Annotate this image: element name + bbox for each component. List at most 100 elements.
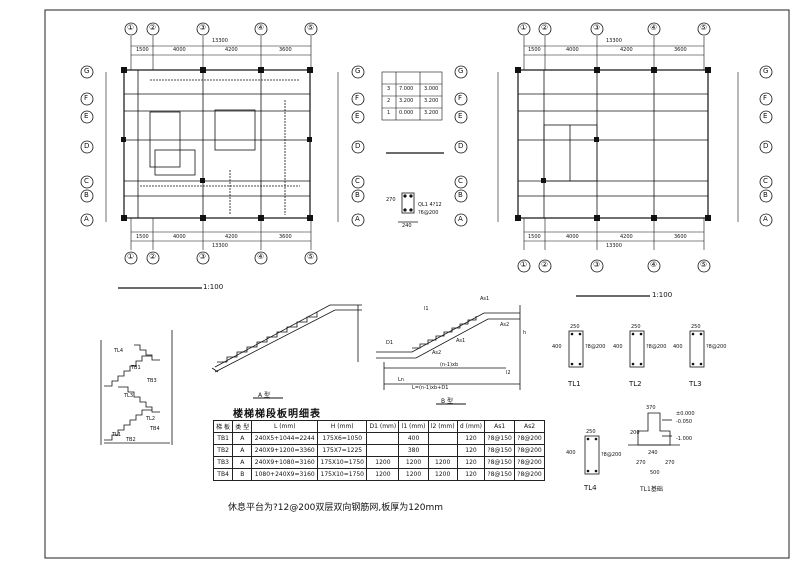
cell: 380	[398, 444, 429, 457]
left-top-dim-4: 3600	[279, 47, 292, 53]
right-bottom-dim-2: 4000	[566, 234, 579, 240]
cell: 240X9+1080=3160	[251, 456, 319, 469]
left-plan-dim-lines	[105, 36, 339, 250]
ql-dim2: 270	[386, 197, 396, 203]
right-bottom-dim-1: 1500	[528, 234, 541, 240]
right-axis-2: ②	[541, 23, 549, 32]
right-axis-5: ⑤	[700, 23, 708, 32]
right-axis-b1: ①	[520, 260, 528, 269]
stair-b-as2-top: As2	[500, 322, 510, 328]
right-plan-dim-lines	[497, 36, 739, 250]
cell: B	[232, 468, 253, 481]
cell: TB1	[212, 432, 234, 445]
right-axis-1: ①	[520, 23, 528, 32]
left-axis-3: ③	[199, 23, 207, 32]
stair-b-caption: B 型	[441, 398, 454, 405]
right-axis-cr: C	[763, 177, 768, 185]
left-axis-gr: G	[355, 67, 361, 75]
left-axis-b3: ③	[199, 252, 207, 261]
cell: 1200	[427, 468, 458, 481]
cell: 1200	[366, 468, 400, 481]
cell: 240X9+1200=3360	[251, 444, 319, 457]
cell: TB3	[212, 456, 234, 469]
right-scale: 1:100	[652, 291, 673, 299]
right-axis-b4: ④	[650, 260, 658, 269]
cell: 240X5+1044=2244	[251, 432, 319, 445]
sheet-border	[44, 9, 790, 559]
tl1-name: TL1	[568, 380, 581, 388]
stair-label-tb1: TB1	[131, 365, 141, 371]
th-h: H (mm)	[317, 420, 368, 433]
right-axis-fr: F	[763, 94, 768, 102]
left-axis-br: B	[355, 191, 360, 199]
tl1-foundation	[628, 412, 680, 446]
left-plan-axis-bubbles	[80, 22, 365, 265]
cell: 175X10=1750	[317, 468, 368, 481]
stair-b-h: h	[523, 330, 527, 336]
table-row: TB4 B 1080+240X9=3160 175X10=1750 1200 1…	[212, 468, 545, 481]
left-axis-e: E	[84, 112, 89, 120]
right-plan-columns	[515, 67, 711, 221]
level-row-3-h: 3.200	[424, 110, 439, 116]
stair-label-tb4: TB4	[150, 426, 160, 432]
right-top-total: 13300	[606, 38, 622, 44]
stair-label-tl4: TL4	[114, 348, 124, 354]
left-top-total: 13300	[212, 38, 228, 44]
cell: 175X7=1225	[317, 444, 368, 457]
cell: 120	[456, 444, 486, 457]
left-axis-c: C	[84, 177, 89, 185]
tl-section-bars	[570, 332, 703, 473]
left-axis-1: ①	[127, 23, 135, 32]
right-axis-c: C	[458, 177, 463, 185]
level-row-3-no: 1	[387, 110, 391, 116]
th-d: d (mm)	[456, 420, 486, 433]
right-axis-b5: ⑤	[700, 260, 708, 269]
level-row-2-elev: 3.200	[399, 98, 414, 104]
right-axis-a: A	[458, 215, 463, 223]
stair-slab-table: 梯 板 类 型 L (mm) H (mm) D1 (mm) l1 (mm) l2…	[212, 420, 545, 481]
tl3-name: TL3	[689, 380, 702, 388]
level-row-2-no: 2	[387, 98, 391, 104]
left-axis-g: G	[84, 67, 90, 75]
left-axis-er: E	[355, 112, 360, 120]
stair-type-b	[376, 305, 521, 390]
tl1-h: 400	[552, 344, 562, 350]
tl2-dim: 250	[631, 324, 641, 330]
table-note: 休息平台为?12@200双层双向钢筋网,板厚为120mm	[228, 503, 443, 513]
stair-b-ln: Ln	[398, 377, 404, 383]
cell: 1200	[427, 456, 458, 469]
stair-b-l2: l2	[506, 370, 511, 376]
cell: ?8@150	[484, 444, 516, 457]
cell: 175X10=1750	[317, 456, 368, 469]
cell: 120	[456, 432, 486, 445]
tl2-h: 400	[613, 344, 623, 350]
left-plan	[123, 69, 311, 219]
left-top-dim-3: 4200	[225, 47, 238, 53]
foundation-dim-2: 270	[636, 460, 646, 466]
left-axis-d: D	[84, 142, 90, 150]
tl3-dim: 250	[691, 324, 701, 330]
right-axis-b3: ③	[593, 260, 601, 269]
cell: A	[232, 432, 253, 445]
cell	[366, 444, 400, 457]
foundation-level-1: ±0.000	[676, 411, 695, 417]
cell: ?8@200	[514, 444, 545, 457]
cell: 1200	[366, 456, 400, 469]
right-axis-4: ④	[650, 23, 658, 32]
right-top-dim-4: 3600	[674, 47, 687, 53]
level-row-1-h: 3.000	[424, 86, 439, 92]
stair-b-as2-mid: As2	[432, 350, 442, 356]
th-slab: 梯 板	[212, 420, 234, 433]
left-axis-2: ②	[149, 23, 157, 32]
tl4-h: 400	[566, 450, 576, 456]
left-axis-f: F	[84, 94, 89, 102]
left-scale: 1:100	[203, 283, 224, 291]
left-top-dim-2: 4000	[173, 47, 186, 53]
stair-b-as1-mid: As1	[456, 338, 466, 344]
left-bottom-total: 13300	[212, 243, 228, 249]
right-axis-ar: A	[763, 215, 768, 223]
th-d1: D1 (mm)	[366, 420, 400, 433]
left-bottom-dim-2: 4000	[173, 234, 186, 240]
right-plan-axis-bubbles	[454, 22, 773, 273]
